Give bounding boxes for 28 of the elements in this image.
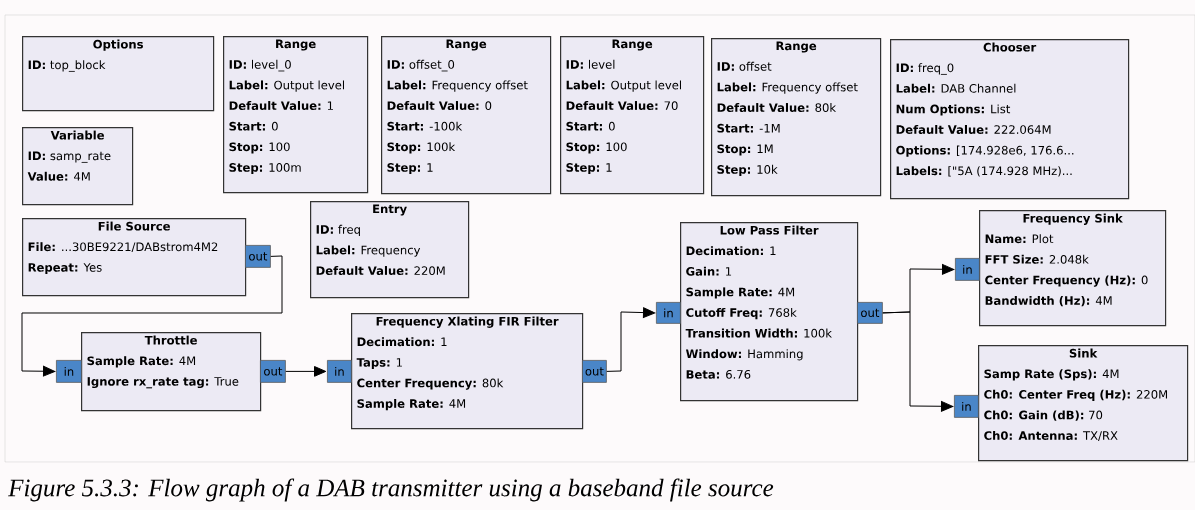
block-box: Variable ID: samp_rate Value: 4M [22,127,134,206]
block-box: Frequency Xlating FIR Filter Decimation: 1 Taps: 1 Center Frequency: 80k Sample Rate: 4M [351,313,584,430]
port-box: in [656,302,681,324]
block-box: Range ID: offset_0 Label: Frequency offset Default Value: 0 Start: -100k Stop: 100k Step: 1 [381,36,552,195]
block-box: Low Pass Filter Decimation: 1 Gain: 1 Sample Rate: 4M Cutoff Freq: 768k Transition Width: 100k Window: Hamming Beta: 6.76 [680,222,859,402]
block-box: Range ID: offset Label: Frequency offset Default Value: 80k Start: -1M Stop: 1M Step: 10k [711,38,882,197]
block-box: Range ID: level Label: Output level Default Value: 70 Start: 0 Stop: 100 Step: 1 [560,36,705,195]
port-box: out [260,360,286,383]
figure-caption: Figure 5.3.3: Flow graph of a DAB transmitter using a baseband file source [8,478,774,502]
block-box: Range ID: level_0 Label: Output level Default Value: 1 Start: 0 Stop: 100 Step: 100m [223,36,369,194]
port-box: out [582,360,607,383]
block-box: Entry ID: freq Label: Frequency Default Value: 220M [310,201,470,299]
block-box: Chooser ID: freq_0 Label: DAB Channel Num Options: List Default Value: 222.064M Options: [174.928e6, 176.6... Labels: ["5A (174.928 MHz)... [890,39,1130,200]
block-box: Sink Samp Rate (Sps): 4M Ch0: Center Freq (Hz): 220M Ch0: Gain (dB): 70 Ch0: Antenna: TX/RX [978,345,1189,462]
block-box: Throttle Sample Rate: 4M Ignore rx_rate tag: True [81,332,262,412]
connector-arrow [606,307,656,372]
connector-arrow [285,366,327,377]
block-box: File Source File: ...30BE9221/DABstrom4M2 Repeat: Yes [22,218,247,297]
connector-arrow [21,255,283,377]
port-box: in [955,258,980,281]
block-box: Frequency Sink Name: Plot FFT Size: 2.048k Center Frequency (Hz): 0 Bandwidth (Hz): 4M [979,210,1167,327]
port-box: out [857,302,883,324]
port-box: in [954,395,979,418]
connector-arrow [882,311,954,412]
port-box: out [245,245,271,268]
block-box: Options ID: top_block [22,36,215,112]
port-box: in [56,360,82,383]
port-box: in [327,360,352,383]
